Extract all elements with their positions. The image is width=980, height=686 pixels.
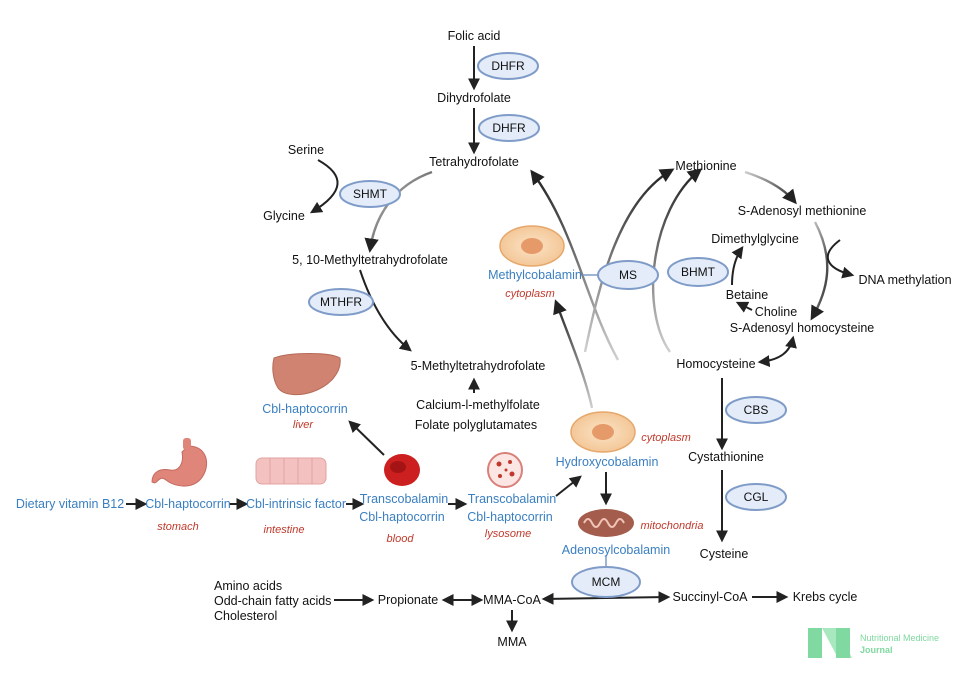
label-transcobalamin-lysosome: Transcobalamin bbox=[468, 492, 557, 506]
svg-text:MCM: MCM bbox=[592, 575, 621, 589]
svg-text:BHMT: BHMT bbox=[681, 265, 716, 279]
label-stomach: stomach bbox=[157, 521, 199, 533]
liver-icon bbox=[272, 353, 341, 396]
lysosome-icon bbox=[487, 452, 523, 488]
red-blood-cell-icon bbox=[384, 454, 420, 486]
label-intestine: intestine bbox=[264, 524, 305, 536]
arrow-sam-sah bbox=[810, 221, 829, 321]
arrow-blood-liver bbox=[348, 420, 385, 456]
label-amino-acids: Amino acids bbox=[214, 579, 282, 593]
svg-text:MS: MS bbox=[619, 268, 637, 282]
cell-icon-hydroxy bbox=[570, 411, 636, 453]
arrow-hydroxy-methyl bbox=[553, 299, 594, 409]
label-homocysteine: Homocysteine bbox=[676, 357, 755, 371]
label-blood: blood bbox=[387, 533, 415, 545]
cell-icon-methyl bbox=[499, 225, 565, 267]
label-dihydrofolate: Dihydrofolate bbox=[437, 91, 511, 105]
label-mma: MMA bbox=[497, 635, 527, 649]
svg-text:CGL: CGL bbox=[744, 490, 769, 504]
enzyme-bhmt: BHMT bbox=[667, 257, 729, 287]
svg-text:MTHFR: MTHFR bbox=[320, 295, 362, 309]
label-krebs: Krebs cycle bbox=[793, 590, 858, 604]
stomach-icon bbox=[151, 438, 208, 487]
arrow-ms-methionine bbox=[583, 168, 675, 353]
arrow-homocysteine-methionine bbox=[652, 168, 703, 353]
label-methylcobalamin: Methylcobalamin bbox=[488, 268, 582, 282]
label-hydroxycobalamin: Hydroxycobalamin bbox=[556, 455, 659, 469]
mitochondria-icon bbox=[578, 509, 634, 537]
svg-text:DHFR: DHFR bbox=[491, 59, 525, 73]
label-cystathionine: Cystathionine bbox=[688, 450, 764, 464]
label-cbl-haptocorrin-lysosome: Cbl-haptocorrin bbox=[467, 510, 553, 524]
label-serine: Serine bbox=[288, 143, 324, 157]
label-dna-methylation: DNA methylation bbox=[858, 273, 951, 287]
label-lysosome: lysosome bbox=[485, 528, 531, 540]
label-methylene-thf: 5, 10-Methyltetrahydrofolate bbox=[292, 253, 448, 267]
svg-text:CBS: CBS bbox=[744, 403, 769, 417]
label-sah: S-Adenosyl homocysteine bbox=[730, 321, 875, 335]
label-methionine: Methionine bbox=[675, 159, 736, 173]
svg-text:SHMT: SHMT bbox=[353, 187, 388, 201]
arrow-betaine-dmg bbox=[731, 246, 744, 286]
label-calcium-methylfolate: Calcium-l-methylfolate bbox=[416, 398, 540, 412]
label-cbl-intrinsic: Cbl-intrinsic factor bbox=[246, 497, 346, 511]
enzyme-dhfr-1: DHFR bbox=[477, 52, 539, 80]
label-succinyl-coa: Succinyl-CoA bbox=[672, 590, 748, 604]
label-glycine: Glycine bbox=[263, 209, 305, 223]
label-choline: Choline bbox=[755, 305, 797, 319]
arrow-ms-thf bbox=[530, 169, 620, 361]
svg-text:DHFR: DHFR bbox=[492, 121, 526, 135]
arrow-serine-glycine bbox=[309, 159, 339, 214]
enzyme-ms: MS bbox=[597, 260, 659, 290]
logo-line2: Journal bbox=[860, 645, 893, 655]
arrow-methylenethf-methylthf bbox=[359, 269, 412, 352]
label-cytoplasm-hydroxy: cytoplasm bbox=[641, 432, 691, 444]
logo-line1: Nutritional Medicine bbox=[860, 633, 939, 643]
label-tetrahydrofolate: Tetrahydrofolate bbox=[429, 155, 519, 169]
label-sam: S-Adenosyl methionine bbox=[738, 204, 867, 218]
enzyme-cgl: CGL bbox=[725, 483, 787, 511]
enzyme-dhfr-2: DHFR bbox=[478, 114, 540, 142]
label-dimethylglycine: Dimethylglycine bbox=[711, 232, 799, 246]
enzyme-mcm: MCM bbox=[571, 566, 641, 598]
label-cbl-haptocorrin-blood: Cbl-haptocorrin bbox=[359, 510, 445, 524]
journal-logo: Nutritional Medicine Journal bbox=[808, 628, 939, 658]
enzyme-shmt: SHMT bbox=[339, 180, 401, 208]
label-cbl-haptocorrin-liver: Cbl-haptocorrin bbox=[262, 402, 348, 416]
label-dietary-b12: Dietary vitamin B12 bbox=[16, 497, 124, 511]
enzyme-mthfr: MTHFR bbox=[308, 288, 374, 316]
label-folic-acid: Folic acid bbox=[448, 29, 501, 43]
arrow-lysosome-hydroxy bbox=[555, 475, 582, 497]
arrow-methionine-sam bbox=[744, 170, 797, 205]
arrow-sah-homocysteine bbox=[757, 335, 797, 368]
label-liver: liver bbox=[293, 419, 315, 431]
label-methyl-thf: 5-Methyltetrahydrofolate bbox=[411, 359, 546, 373]
label-cholesterol: Cholesterol bbox=[214, 609, 277, 623]
label-cbl-haptocorrin-stomach: Cbl-haptocorrin bbox=[145, 497, 231, 511]
label-cytoplasm-methyl: cytoplasm bbox=[505, 288, 555, 300]
label-odd-chain: Odd-chain fatty acids bbox=[214, 594, 331, 608]
label-cysteine: Cysteine bbox=[700, 547, 749, 561]
intestine-icon bbox=[255, 457, 327, 485]
enzyme-cbs: CBS bbox=[725, 396, 787, 424]
arrow-choline-betaine bbox=[735, 301, 753, 313]
label-adenosylcobalamin: Adenosylcobalamin bbox=[562, 543, 670, 557]
label-mma-coa: MMA-CoA bbox=[483, 593, 541, 607]
arrow-dna-methylation bbox=[826, 239, 855, 279]
label-betaine: Betaine bbox=[726, 288, 768, 302]
label-transcobalamin-blood: Transcobalamin bbox=[360, 492, 449, 506]
label-mitochondria: mitochondria bbox=[641, 520, 704, 532]
label-folate-polyglutamates: Folate polyglutamates bbox=[415, 418, 537, 432]
label-propionate: Propionate bbox=[378, 593, 439, 607]
